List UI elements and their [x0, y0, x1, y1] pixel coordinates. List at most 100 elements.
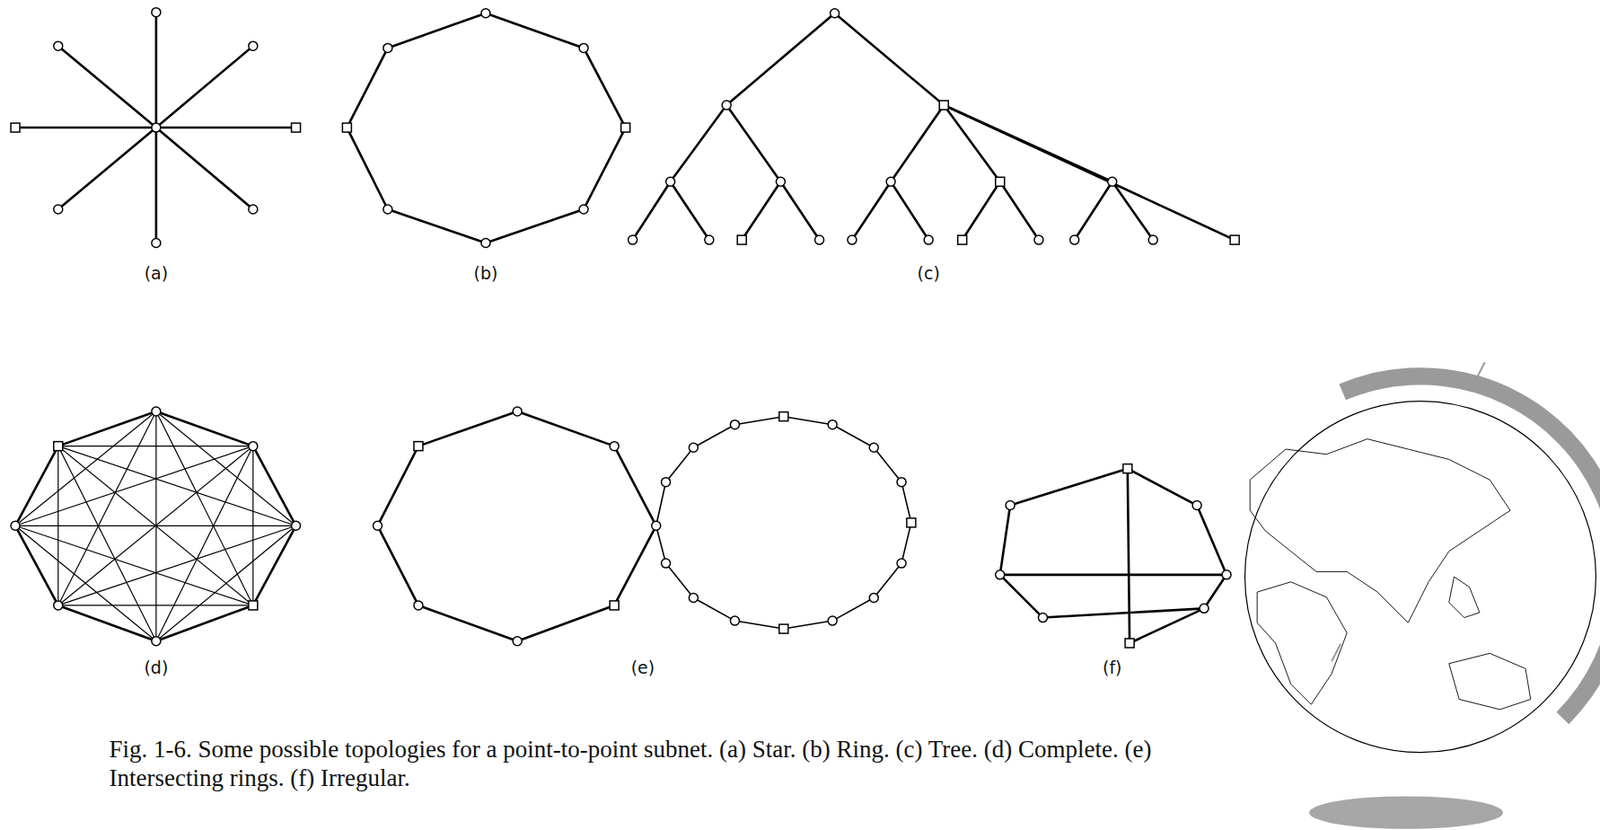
link-line [693, 424, 735, 449]
station-circle [704, 235, 714, 245]
station-circle [815, 235, 825, 245]
link-line [693, 597, 735, 621]
station-square [10, 123, 20, 132]
continent-outline [1249, 439, 1511, 624]
station-circle [827, 615, 837, 625]
continent-outline [1449, 652, 1531, 710]
link-line [943, 105, 1235, 240]
link-line [15, 525, 157, 641]
link-line [58, 411, 157, 447]
link-line [832, 597, 874, 621]
link-line [852, 181, 891, 240]
station-circle [383, 204, 393, 214]
link-line [58, 127, 157, 210]
station-circle [1148, 235, 1158, 245]
link-line [346, 127, 387, 210]
subfigure-label: (c) [917, 263, 941, 283]
globe-decoration [1245, 307, 1600, 828]
link-line [1112, 181, 1153, 240]
link-line [485, 209, 584, 244]
link-line [156, 45, 254, 128]
globe-meridian [1338, 307, 1600, 758]
link-line [734, 416, 783, 425]
link-line [58, 446, 254, 606]
link-line [387, 13, 486, 49]
station-circle [53, 41, 63, 51]
link-line [58, 446, 157, 642]
link-line [1127, 468, 1197, 506]
link-line [1204, 574, 1227, 609]
link-line [656, 525, 667, 563]
station-circle [896, 477, 906, 487]
link-line [387, 209, 486, 244]
link-line [1000, 573, 1227, 577]
station-circle [651, 520, 661, 530]
link-line [670, 181, 710, 240]
station-circle [10, 520, 20, 530]
link-line [741, 181, 781, 240]
station-circle [1221, 570, 1231, 580]
station-circle [579, 43, 589, 53]
station-circle [609, 441, 619, 451]
subfigure-label: (d) [143, 657, 168, 677]
station-circle [1192, 501, 1202, 510]
link-line [890, 181, 929, 240]
link-line [377, 525, 418, 606]
subfigure-label: (b) [474, 263, 499, 283]
station-circle [830, 8, 840, 18]
link-line [666, 562, 695, 598]
station-square [995, 176, 1005, 186]
station-square [248, 600, 258, 610]
link-line [1127, 468, 1130, 643]
link-line [58, 604, 254, 606]
station-square [779, 624, 789, 633]
station-square [609, 600, 619, 610]
globe-sphere [1245, 401, 1597, 753]
link-line [835, 13, 945, 106]
link-line [57, 446, 59, 606]
link-line [632, 181, 671, 240]
station-square [737, 235, 747, 245]
link-line [155, 12, 159, 128]
station-circle [151, 636, 161, 646]
station-circle [923, 235, 933, 245]
link-line [58, 525, 297, 606]
link-line [873, 562, 902, 598]
station-circle [661, 477, 671, 487]
link-line [485, 13, 584, 49]
station-circle [729, 420, 739, 430]
station-circle [688, 442, 698, 452]
link-line [1129, 607, 1205, 643]
link-line [1074, 181, 1113, 240]
link-line [517, 605, 615, 642]
continent-outline [1449, 576, 1480, 617]
station-circle [628, 235, 638, 245]
link-line [418, 605, 518, 642]
link-line [418, 411, 518, 447]
station-circle [512, 406, 522, 416]
station-circle [512, 636, 522, 646]
station-square [958, 235, 968, 245]
station-circle [383, 43, 393, 53]
link-line [156, 411, 254, 606]
station-square [621, 123, 631, 132]
station-circle [869, 592, 879, 602]
station-circle [151, 123, 161, 132]
link-line [155, 127, 159, 243]
link-line [783, 620, 833, 629]
station-circle [775, 176, 785, 186]
link-line [726, 105, 781, 182]
link-line [1010, 468, 1128, 506]
link-line [614, 525, 657, 606]
station-circle [248, 204, 258, 214]
station-square [413, 441, 423, 451]
link-line [156, 127, 254, 210]
stations [10, 8, 1240, 648]
link-line [583, 47, 626, 128]
link-line [583, 127, 626, 210]
subfigure-label: (e) [631, 657, 656, 677]
link-line [1042, 607, 1205, 617]
subfigure-label: (f) [1102, 657, 1123, 677]
station-circle [721, 100, 731, 110]
station-circle [1005, 501, 1015, 510]
